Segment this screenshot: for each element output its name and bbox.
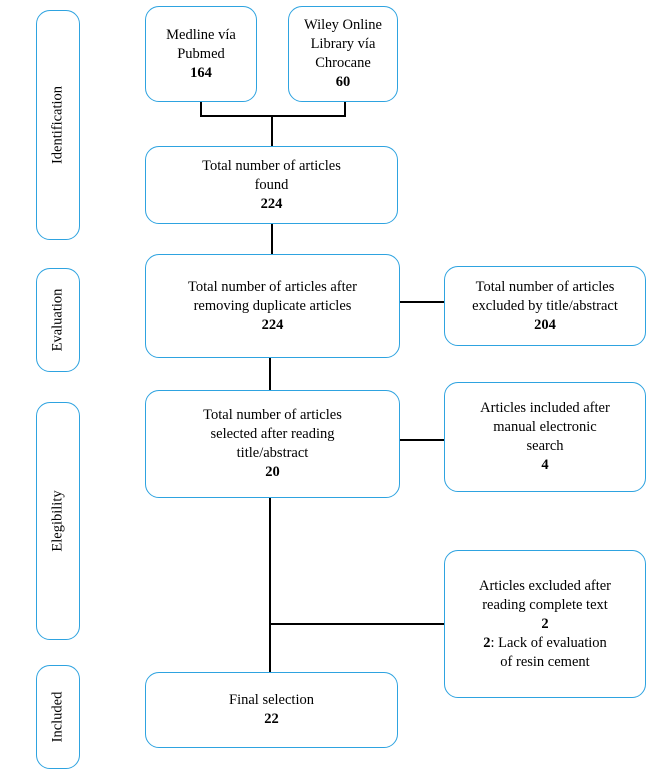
medline-line2: Pubmed — [177, 45, 225, 62]
selected-title-box: Total number of articles selected after … — [145, 390, 400, 498]
manual-search-count: 4 — [541, 457, 549, 473]
selected-title-line1: Total number of articles — [203, 407, 342, 423]
total-found-line2: found — [254, 176, 289, 193]
total-found-box: Total number of articles found 224 — [145, 146, 398, 224]
manual-search-line2: manual electronic — [493, 419, 597, 435]
wiley-box: Wiley Online Library vía Chrocane 60 — [288, 6, 398, 102]
final-selection-line1: Final selection — [229, 692, 314, 708]
excluded-full-count: 2 — [541, 615, 549, 632]
medline-line1: Medline vía — [166, 26, 236, 43]
final-selection-count: 22 — [264, 711, 279, 727]
wiley-count: 60 — [335, 74, 351, 90]
stage-evaluation: Evaluation — [36, 268, 80, 372]
selected-title-line3: title/abstract — [236, 445, 309, 461]
excluded-title-line1: Total number of articles — [475, 278, 615, 295]
manual-search-box: Articles included after manual electroni… — [444, 382, 646, 492]
excluded-full-line2: reading complete text — [482, 596, 608, 613]
stage-eligibility: Elegibility — [36, 402, 80, 640]
after-duplicates-line1: Total number of articles after — [188, 278, 357, 295]
wiley-line2: Library vía — [310, 36, 376, 52]
medline-count: 164 — [190, 64, 212, 81]
manual-search-line1: Articles included after — [480, 400, 610, 416]
manual-search-line3: search — [526, 438, 564, 454]
excluded-full-box: Articles excluded after reading complete… — [444, 550, 646, 698]
excluded-full-reason-text2: of resin cement — [500, 653, 590, 670]
stage-evaluation-label: Evaluation — [49, 288, 66, 352]
after-duplicates-line2: removing duplicate articles — [193, 297, 352, 314]
stage-identification: Identification — [36, 10, 80, 240]
wiley-line3: Chrocane — [315, 55, 371, 71]
excluded-title-box: Total number of articles excluded by tit… — [444, 266, 646, 346]
final-selection-box: Final selection 22 — [145, 672, 398, 748]
stage-included-label: Included — [49, 691, 66, 743]
total-found-line1: Total number of articles — [202, 157, 341, 174]
excluded-title-count: 204 — [534, 316, 556, 333]
after-duplicates-count: 224 — [261, 316, 284, 333]
excluded-full-reason-text1: : Lack of evaluation — [490, 634, 607, 651]
after-duplicates-box: Total number of articles after removing … — [145, 254, 400, 358]
total-found-count: 224 — [260, 195, 283, 212]
excluded-full-reason-count: 2 — [483, 634, 491, 651]
stage-eligibility-label: Elegibility — [49, 490, 66, 552]
medline-box: Medline vía Pubmed 164 — [145, 6, 257, 102]
excluded-full-reason: 2: Lack of evaluation — [483, 634, 607, 653]
stage-included: Included — [36, 665, 80, 769]
selected-title-count: 20 — [265, 464, 280, 480]
excluded-full-line1: Articles excluded after — [478, 577, 612, 594]
stage-identification-label: Identification — [49, 85, 66, 165]
wiley-line1: Wiley Online — [304, 17, 382, 33]
excluded-title-line2: excluded by title/abstract — [472, 297, 618, 314]
selected-title-line2: selected after reading — [210, 426, 335, 442]
